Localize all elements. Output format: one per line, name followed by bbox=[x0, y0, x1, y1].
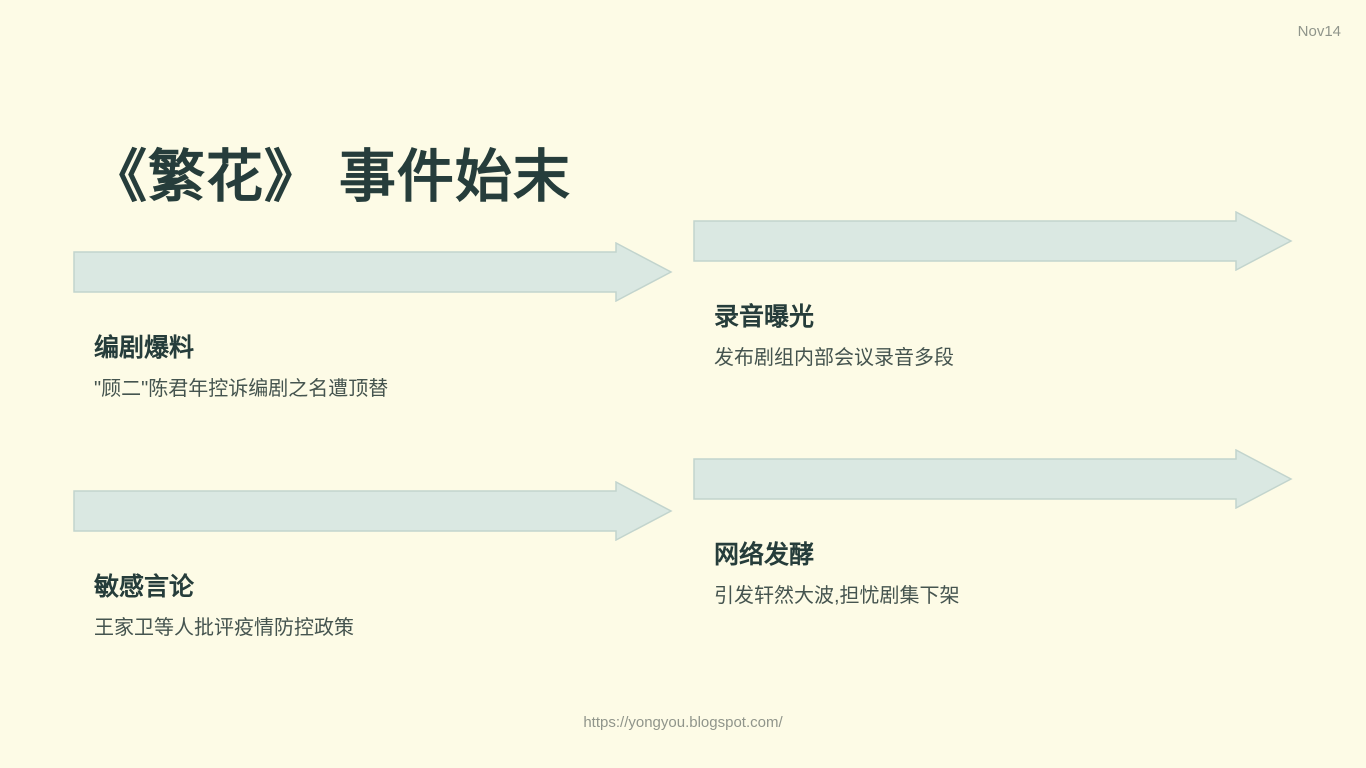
step-description: 发布剧组内部会议录音多段 bbox=[714, 347, 954, 369]
step-heading: 敏感言论 bbox=[94, 573, 195, 601]
right-arrow-shape bbox=[73, 481, 673, 541]
footer-url: https://yongyou.blogspot.com/ bbox=[583, 714, 783, 731]
step-description: 王家卫等人批评疫情防控政策 bbox=[94, 617, 354, 639]
timeline-step-2: 录音曝光 发布剧组内部会议录音多段 bbox=[693, 211, 1293, 381]
step-heading: 网络发酵 bbox=[714, 541, 815, 569]
timeline-step-1: 编剧爆料 "顾二"陈君年控诉编剧之名遭顶替 bbox=[73, 242, 673, 412]
date-label: Nov14 bbox=[1297, 23, 1341, 40]
right-arrow-shape bbox=[693, 211, 1293, 271]
timeline-step-4: 网络发酵 引发轩然大波,担忧剧集下架 bbox=[693, 449, 1293, 619]
step-description: "顾二"陈君年控诉编剧之名遭顶替 bbox=[94, 378, 389, 400]
step-description: 引发轩然大波,担忧剧集下架 bbox=[714, 585, 960, 607]
step-heading: 编剧爆料 bbox=[94, 334, 195, 362]
right-arrow-shape bbox=[73, 242, 673, 302]
slide-title: 《繁花》 事件始末 bbox=[90, 145, 571, 210]
right-arrow-shape bbox=[693, 449, 1293, 509]
step-heading: 录音曝光 bbox=[714, 303, 815, 331]
timeline-step-3: 敏感言论 王家卫等人批评疫情防控政策 bbox=[73, 481, 673, 651]
